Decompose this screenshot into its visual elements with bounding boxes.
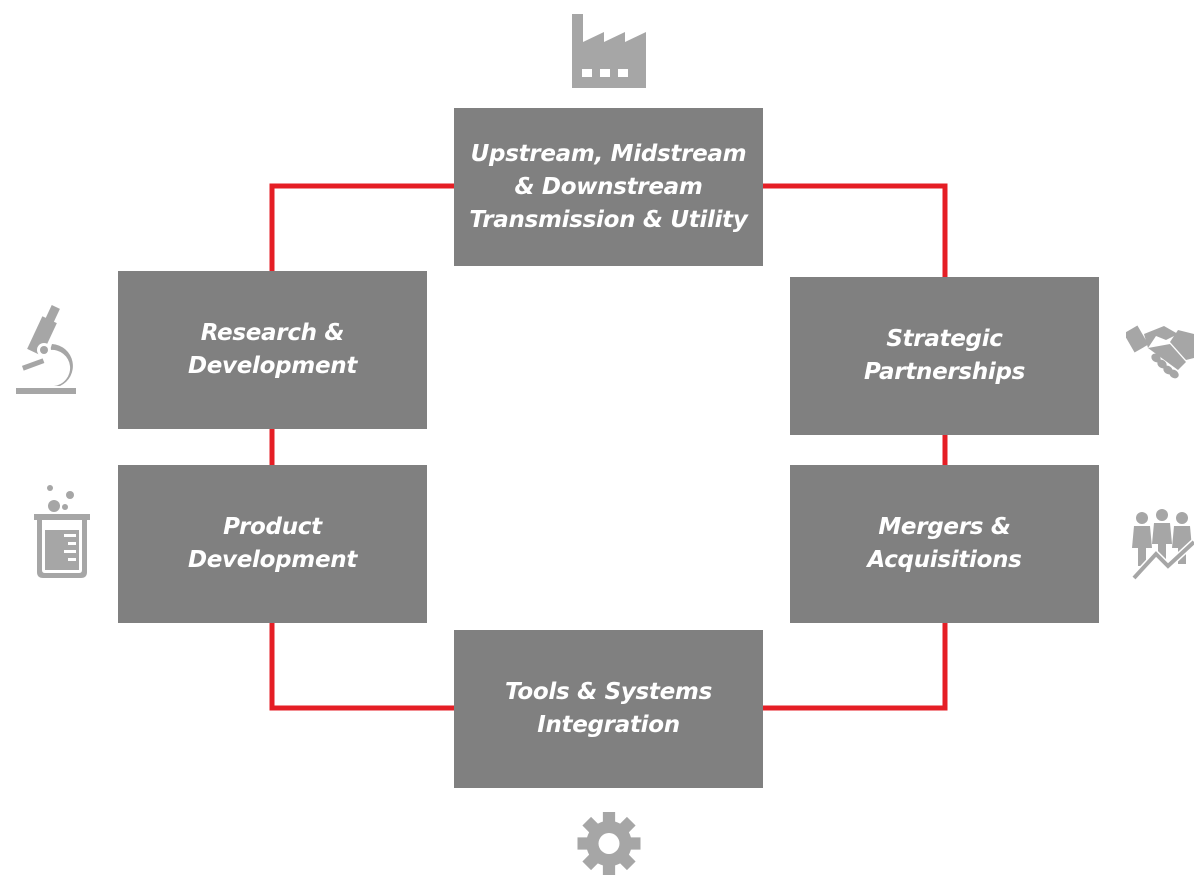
connector-bottom-left: [269, 623, 454, 711]
microscope-icon: [14, 304, 78, 396]
node-research-development: Research & Development: [118, 271, 427, 429]
connector-top-right: [763, 183, 948, 277]
connector-bottom-right: [763, 623, 948, 711]
node-label: Research & Development: [187, 320, 358, 379]
people-growth-icon: [1130, 508, 1194, 582]
node-label: Product Development: [187, 514, 358, 573]
node-label: Strategic Partnerships: [863, 326, 1026, 385]
node-label: Upstream, Midstream & Downstream Transmi…: [469, 140, 748, 233]
node-product-development: Product Development: [118, 465, 427, 623]
connector-top-left: [269, 183, 454, 271]
node-label: Mergers & Acquisitions: [867, 514, 1022, 573]
node-upstream-midstream-downstream: Upstream, Midstream & Downstream Transmi…: [454, 108, 763, 266]
gear-icon: [573, 812, 645, 875]
node-tools-systems-integration: Tools & Systems Integration: [454, 630, 763, 788]
factory-icon: [570, 12, 648, 88]
node-mergers-acquisitions: Mergers & Acquisitions: [790, 465, 1099, 623]
node-strategic-partnerships: Strategic Partnerships: [790, 277, 1099, 435]
node-label: Tools & Systems Integration: [505, 679, 712, 738]
handshake-icon: [1126, 318, 1194, 380]
beaker-icon: [30, 484, 94, 580]
